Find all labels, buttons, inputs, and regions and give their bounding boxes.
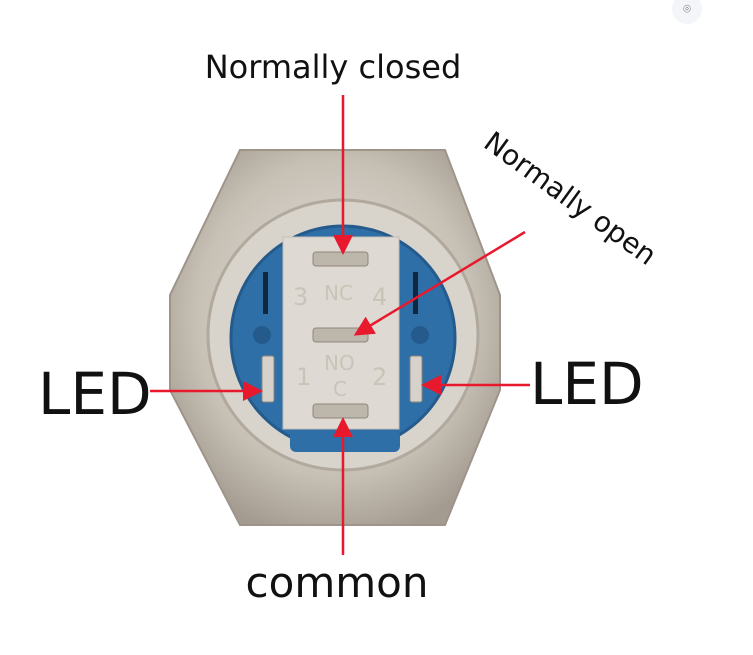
arrow-normally-open [353, 230, 526, 336]
visual-search-lens-icon[interactable]: ⌾ [672, 0, 702, 24]
terminal-nc [312, 251, 369, 267]
label-led-right: LED [530, 350, 644, 418]
no-marking: NO [324, 351, 355, 375]
pin-3-marking: 3 [293, 283, 308, 311]
terminal-led-left [261, 355, 275, 403]
pin-4-marking: 4 [372, 283, 387, 311]
label-normally-open: Normally open [478, 125, 663, 272]
label-common: common [246, 558, 429, 607]
label-led-left: LED [38, 360, 152, 428]
terminal-common [312, 403, 369, 419]
pin-2-marking: 2 [372, 363, 387, 391]
pin-1-marking: 1 [296, 363, 311, 391]
terminal-led-right [409, 355, 423, 403]
nc-marking: NC [324, 281, 353, 305]
terminal-no [312, 327, 369, 343]
label-normally-closed: Normally closed [205, 48, 462, 86]
c-marking: C [333, 377, 347, 401]
